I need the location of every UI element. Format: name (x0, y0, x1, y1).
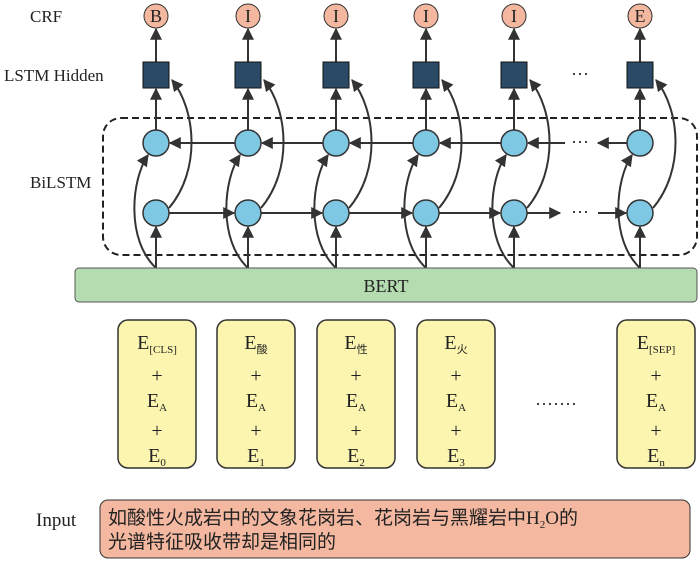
forward-to-hidden-arrow (526, 79, 551, 209)
position-embedding: E0 (148, 445, 166, 469)
plus-sign: + (650, 420, 661, 442)
segment-embedding: EA (646, 390, 666, 414)
lstm-hidden-node (142, 61, 170, 89)
input-box (99, 499, 691, 559)
ellipsis-upper: ··· (571, 132, 589, 152)
plus-sign: + (350, 420, 361, 442)
embedding-box-2: E性 + EA + E2 (316, 319, 396, 469)
embedding-box (316, 319, 396, 469)
crf-tag: I (423, 6, 429, 26)
embedding-box (117, 319, 197, 469)
bert-to-backward-arrow (313, 154, 337, 269)
backward-lstm-cell (626, 129, 654, 157)
crf-tag: I (245, 6, 251, 26)
forward-lstm-cell (500, 199, 528, 227)
forward-to-hidden-arrow (438, 79, 463, 209)
embedding-box-0: E[CLS] + EA + E0 (117, 319, 197, 469)
plus-sign: + (450, 420, 461, 442)
crf-tag: E (635, 6, 646, 26)
column-3: I (403, 3, 463, 269)
forward-lstm-cell (322, 199, 350, 227)
bert-label: BERT (364, 276, 409, 296)
segment-embedding: EA (446, 390, 466, 414)
backward-lstm-cell (412, 129, 440, 157)
backward-lstm-cell (500, 129, 528, 157)
forward-to-hidden-arrow (168, 79, 193, 209)
segment-embedding: EA (246, 390, 266, 414)
forward-lstm-cell (626, 199, 654, 227)
embedding-box (616, 319, 696, 469)
forward-lstm-cell (412, 199, 440, 227)
embedding-box (416, 319, 496, 469)
embedding-box-1: E酸 + EA + E1 (216, 319, 296, 469)
position-embedding: E3 (447, 445, 465, 469)
forward-to-hidden-arrow (652, 79, 677, 209)
crf-label: CRF (30, 7, 62, 26)
token-embedding: E[SEP] (637, 332, 676, 356)
position-embedding: E2 (347, 445, 365, 469)
input-label: Input (36, 510, 77, 531)
backward-lstm-cell (142, 129, 170, 157)
plus-sign: + (650, 365, 661, 387)
embedding-box-3: E火 + EA + E3 (416, 319, 496, 469)
crf-node (323, 3, 349, 29)
ellipsis-embeddings: ······· (535, 394, 577, 414)
bert-to-backward-arrow (225, 154, 249, 269)
lstm-hidden-label: LSTM Hidden (4, 66, 104, 85)
segment-embedding: EA (147, 390, 167, 414)
bilstm-dashed-box (102, 117, 698, 256)
crf-tag: I (333, 6, 339, 26)
lstm-hidden-node (322, 61, 350, 89)
lstm-hidden-node (500, 61, 528, 89)
column-2: I (313, 3, 373, 269)
ellipsis-top: ··· (571, 64, 589, 84)
token-embedding: E[CLS] (137, 332, 177, 356)
segment-embedding: EA (346, 390, 366, 414)
column-4: I (491, 3, 551, 269)
forward-to-hidden-arrow (348, 79, 373, 209)
bert-to-backward-arrow (133, 154, 157, 269)
embedding-box-4: E[SEP] + EA + En (616, 319, 696, 469)
position-embedding: E1 (247, 445, 265, 469)
crf-tag: B (150, 6, 162, 26)
column-5: E (617, 3, 677, 269)
forward-lstm-cell (234, 199, 262, 227)
backward-lstm-cell (322, 129, 350, 157)
plus-sign: + (250, 365, 261, 387)
embedding-box (216, 319, 296, 469)
crf-node (501, 3, 527, 29)
bert-box (74, 267, 698, 303)
plus-sign: + (450, 365, 461, 387)
bert-to-backward-arrow (617, 154, 641, 269)
bilstm-label: BiLSTM (30, 173, 91, 192)
token-embedding: E酸 (244, 332, 267, 356)
column-1: I (225, 3, 285, 269)
crf-node (413, 3, 439, 29)
column-0: B (133, 3, 193, 269)
lstm-hidden-node (626, 61, 654, 89)
lstm-hidden-node (234, 61, 262, 89)
crf-node (143, 3, 169, 29)
ellipsis-lower: ··· (571, 202, 589, 222)
position-embedding: En (647, 445, 665, 469)
input-text-line1: 如酸性火成岩中的文象花岗岩、花岗岩与黑耀岩中H2O的 (108, 507, 578, 531)
bert-to-backward-arrow (491, 154, 515, 269)
bert-to-backward-arrow (403, 154, 427, 269)
plus-sign: + (250, 420, 261, 442)
crf-node (627, 3, 653, 29)
plus-sign: + (350, 365, 361, 387)
plus-sign: + (151, 365, 162, 387)
backward-lstm-cell (234, 129, 262, 157)
lstm-hidden-node (412, 61, 440, 89)
token-embedding: E火 (444, 332, 467, 356)
crf-tag: I (511, 6, 517, 26)
token-embedding: E性 (344, 332, 367, 356)
forward-to-hidden-arrow (260, 79, 285, 209)
plus-sign: + (151, 420, 162, 442)
crf-node (235, 3, 261, 29)
forward-lstm-cell (142, 199, 170, 227)
input-text-line2: 光谱特征吸收带却是相同的 (108, 531, 336, 553)
